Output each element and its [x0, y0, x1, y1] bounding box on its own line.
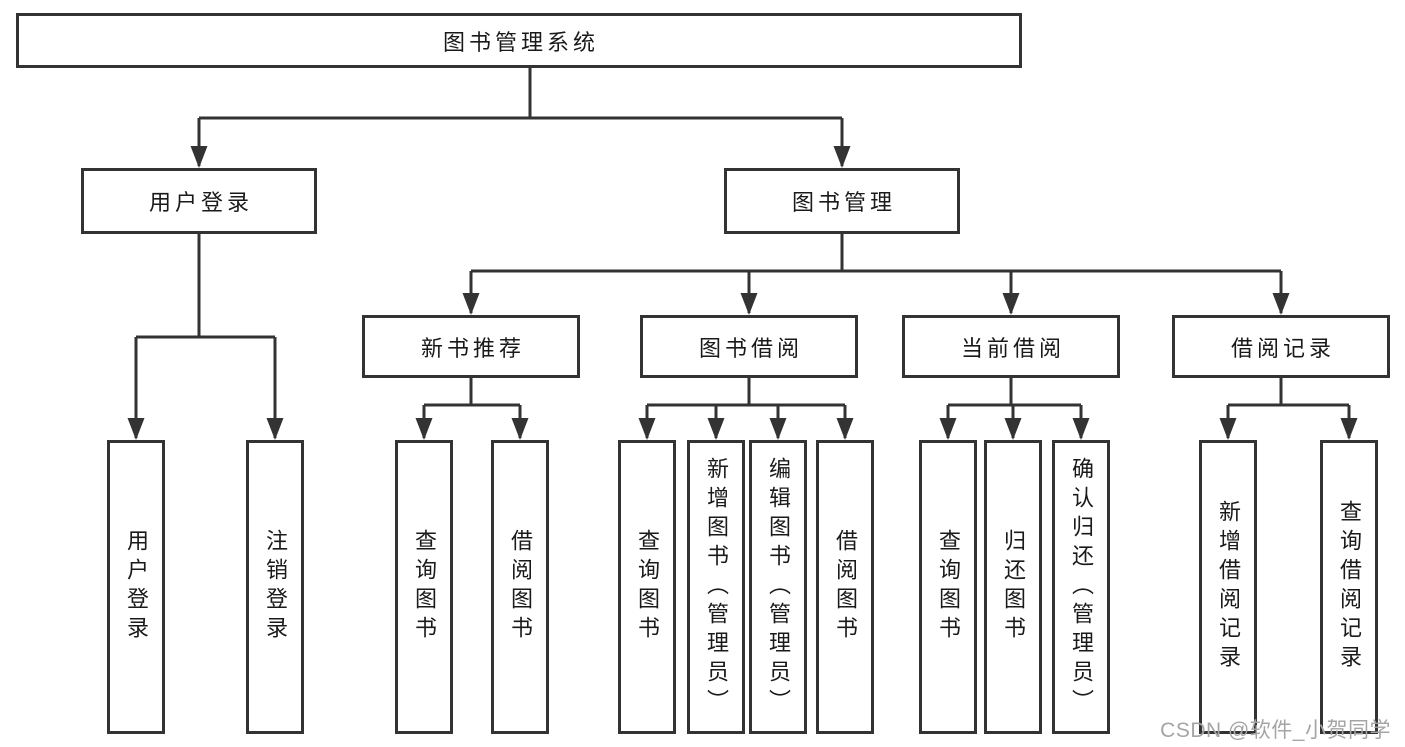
- node-label: 新书推荐: [420, 335, 525, 361]
- leaf-label: 查询图书: [936, 529, 961, 645]
- leaf-add-borrow-record: 新增借阅记录: [1199, 440, 1257, 734]
- node-borrowing-records: 借阅记录: [1172, 315, 1390, 378]
- node-user-login: 用户登录: [81, 168, 317, 234]
- leaf-borrow-books-recommend: 借阅图书: [491, 440, 549, 734]
- node-book-management: 图书管理: [724, 168, 960, 234]
- leaf-query-borrow-record: 查询借阅记录: [1320, 440, 1378, 734]
- connector-new-book-recommendation-to-leaves: [422, 378, 522, 438]
- leaf-label: 查询图书: [635, 529, 660, 645]
- node-label: 用户登录: [148, 190, 253, 215]
- leaf-query-books-current: 查询图书: [919, 440, 977, 734]
- leaf-label: 查询图书: [412, 529, 437, 645]
- leaf-label: 查询借阅记录: [1337, 500, 1362, 674]
- leaf-label: 编辑图书（管理员）: [766, 456, 791, 718]
- node-label: 图书管理系统: [442, 29, 599, 55]
- node-label: 图书管理: [791, 190, 896, 215]
- watermark: CSDN @软件_小贺同学: [1160, 719, 1391, 742]
- leaf-borrow-books: 借阅图书: [816, 440, 874, 734]
- leaf-label: 归还图书: [1001, 529, 1026, 645]
- leaf-label: 借阅图书: [508, 529, 533, 645]
- node-current-borrowing: 当前借阅: [902, 315, 1120, 378]
- connector-book-management-to-level3: [469, 234, 1283, 313]
- leaf-logout: 注销登录: [246, 440, 304, 734]
- leaf-return-books: 归还图书: [984, 440, 1042, 734]
- leaf-query-books-borrowing: 查询图书: [618, 440, 676, 734]
- leaf-query-books-recommend: 查询图书: [395, 440, 453, 734]
- arrowheads: [127, 146, 1358, 440]
- leaf-label: 新增借阅记录: [1216, 500, 1241, 674]
- node-new-book-recommendation: 新书推荐: [362, 315, 580, 378]
- connector-borrowing-records-to-leaves: [1226, 378, 1351, 438]
- leaf-label: 注销登录: [263, 529, 288, 645]
- leaf-confirm-return-admin: 确认归还（管理员）: [1052, 440, 1110, 734]
- node-label: 图书借阅: [698, 335, 803, 361]
- leaf-user-login: 用户登录: [107, 440, 165, 734]
- node-book-borrowing: 图书借阅: [640, 315, 858, 378]
- connector-book-borrowing-to-leaves: [645, 378, 847, 438]
- node-library-management-system: 图书管理系统: [16, 13, 1022, 68]
- node-label: 当前借阅: [960, 335, 1065, 361]
- leaf-add-book-admin: 新增图书（管理员）: [687, 440, 745, 734]
- leaf-label: 确认归还（管理员）: [1069, 456, 1094, 718]
- leaf-label: 借阅图书: [833, 529, 858, 645]
- leaf-label: 新增图书（管理员）: [704, 456, 729, 718]
- leaf-label: 用户登录: [124, 529, 149, 645]
- node-label: 借阅记录: [1230, 335, 1335, 361]
- leaf-edit-book-admin: 编辑图书（管理员）: [749, 440, 807, 734]
- connector-user-login-to-leaves: [134, 234, 277, 438]
